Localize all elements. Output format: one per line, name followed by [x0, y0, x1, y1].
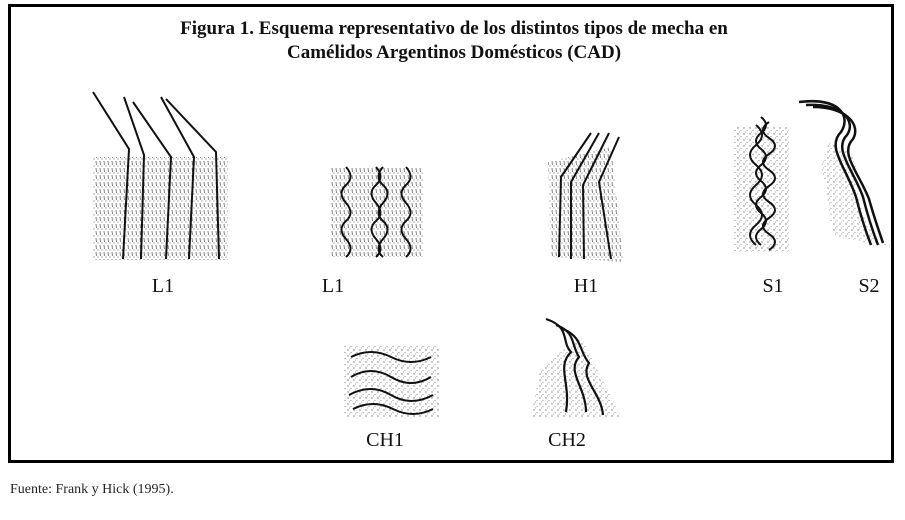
- staple-l1-a: [93, 92, 228, 260]
- staple-s1: [734, 117, 789, 252]
- label-l1-b: L1: [322, 275, 344, 298]
- figure-source: Fuente: Frank y Hick (1995).: [10, 482, 174, 498]
- staple-h1: [548, 133, 623, 262]
- label-s2: S2: [858, 275, 879, 298]
- figure-frame: Figura 1. Esquema representativo de los …: [8, 4, 894, 463]
- label-ch2: CH2: [548, 429, 586, 452]
- label-h1: H1: [574, 275, 598, 298]
- staple-l1-b: [331, 167, 423, 257]
- staple-s2: [799, 101, 891, 247]
- label-s1: S1: [762, 275, 783, 298]
- staple-ch2: [531, 319, 621, 417]
- label-l1-a: L1: [152, 275, 174, 298]
- fiber-diagrams: [11, 7, 891, 460]
- staple-ch1: [344, 345, 439, 417]
- label-ch1: CH1: [366, 429, 404, 452]
